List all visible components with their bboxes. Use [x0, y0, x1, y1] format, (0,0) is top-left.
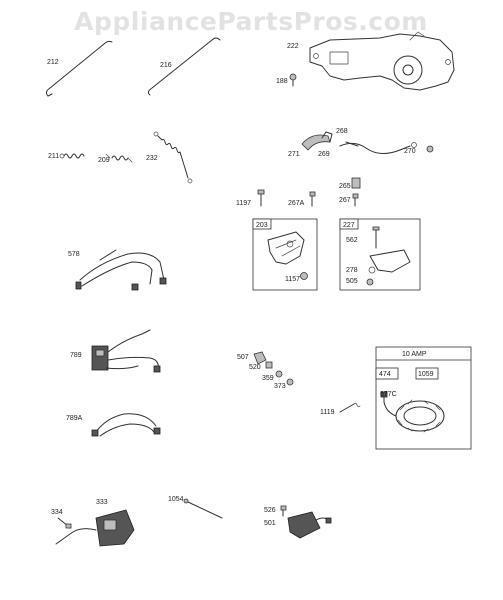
callout-188: 188 [276, 78, 288, 85]
callout-526: 526 [264, 507, 276, 514]
part-1197-screw[interactable] [257, 189, 265, 207]
callout-359: 359 [262, 375, 274, 382]
callout-507: 507 [237, 354, 249, 361]
callout-578: 578 [68, 251, 80, 258]
callout-789: 789 [70, 352, 82, 359]
callout-271: 271 [288, 151, 300, 158]
box-203 [252, 218, 318, 291]
callout-373: 373 [274, 383, 286, 390]
watermark-text: AppliancePartsPros.com [74, 7, 428, 36]
callout-211: 211 [48, 153, 59, 160]
box-10-amp-alternator [375, 346, 472, 450]
part-578-wire-harness[interactable] [75, 249, 167, 291]
part-526-screw[interactable] [280, 505, 287, 517]
callout-227: 227 [343, 222, 355, 229]
callout-268: 268 [336, 128, 348, 135]
part-209-spring[interactable] [105, 153, 133, 163]
part-188-screw[interactable] [289, 73, 297, 87]
callout-520: 520 [249, 364, 261, 371]
part-1054-rod[interactable] [183, 498, 223, 519]
part-211-spring[interactable] [59, 153, 85, 159]
callout-203: 203 [256, 222, 268, 229]
part-267A-screw[interactable] [309, 191, 316, 207]
callout-505: 505 [346, 278, 358, 285]
part-216-rod[interactable] [147, 37, 221, 96]
part-789-harness[interactable] [91, 329, 161, 373]
callout-270: 270 [404, 148, 416, 155]
callout-222: 222 [287, 43, 299, 50]
part-269-clip[interactable] [321, 131, 333, 143]
part-520-connector[interactable] [265, 361, 273, 369]
callout-267: 267 [339, 197, 351, 204]
callout-334: 334 [51, 509, 63, 516]
callout-333: 333 [96, 499, 108, 506]
part-501-regulator[interactable] [287, 511, 332, 539]
part-333-ignition-module[interactable] [55, 509, 135, 547]
callout-474: 474 [379, 371, 391, 378]
callout-1059: 1059 [418, 371, 434, 378]
callout-501: 501 [264, 520, 276, 527]
part-373-screw[interactable] [286, 378, 294, 386]
part-222-control-bracket[interactable] [309, 31, 455, 91]
part-271-lever[interactable] [301, 134, 331, 151]
part-212-rod[interactable] [45, 40, 113, 97]
callout-562: 562 [346, 237, 358, 244]
part-334-lead[interactable] [57, 517, 72, 529]
callout-265: 265 [339, 183, 351, 190]
part-270-nut[interactable] [426, 145, 434, 153]
part-268-cable[interactable] [339, 141, 417, 154]
callout-209: 209 [98, 157, 110, 164]
callout-212: 212 [47, 59, 59, 66]
part-267-screw[interactable] [352, 193, 359, 207]
callout-677C: 677C [380, 391, 397, 398]
callout-216: 216 [160, 62, 172, 69]
part-507-terminal[interactable] [253, 351, 267, 365]
callout-789A: 789A [66, 415, 83, 422]
callout-278: 278 [346, 267, 358, 274]
part-359-clip[interactable] [275, 370, 283, 378]
callout-269: 269 [318, 151, 330, 158]
part-789A-harness[interactable] [91, 413, 161, 437]
part-232-spring[interactable] [153, 131, 193, 184]
callout-232: 232 [146, 155, 158, 162]
callout-1157: 1157 [285, 276, 300, 283]
box-227 [339, 218, 421, 291]
part-265-block[interactable] [351, 177, 361, 189]
callout-1197: 1197 [236, 200, 251, 207]
part-1119-wire[interactable] [339, 402, 361, 413]
callout-10-amp: 10 AMP [402, 351, 427, 358]
callout-267A: 267A [288, 200, 305, 207]
callout-1119: 1119 [320, 409, 335, 416]
callout-1054: 1054 [168, 496, 184, 503]
